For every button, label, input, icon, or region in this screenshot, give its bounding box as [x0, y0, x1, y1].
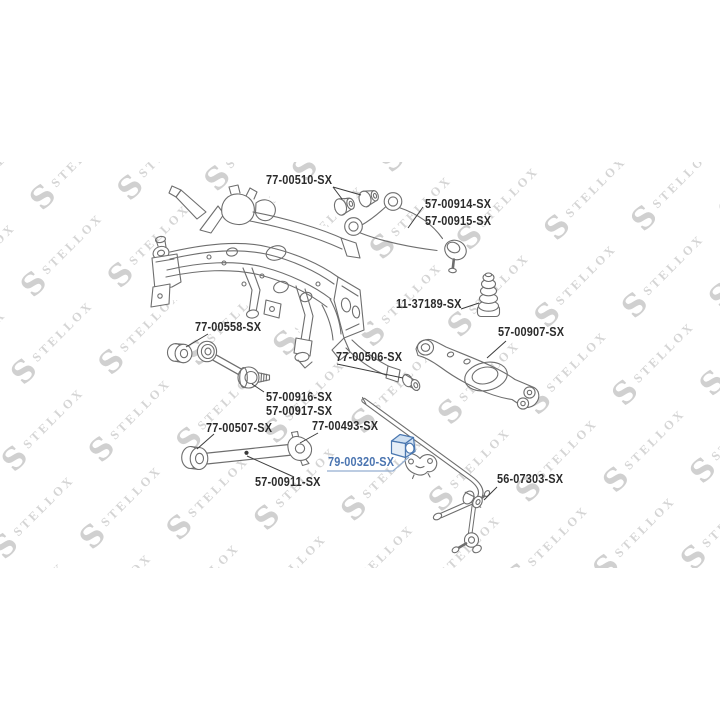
part-label-57-00916-sx: 57-00916-SX — [266, 389, 333, 404]
subframe-drawing — [150, 184, 401, 383]
part-label-57-00915-sx: 57-00915-SX — [425, 213, 492, 228]
label-pointer-lines — [185, 186, 507, 501]
bump-stop-drawing — [476, 272, 501, 318]
part-label-77-00507-sx: 77-00507-SX — [206, 420, 273, 435]
stabilizer-bracket-drawing — [404, 453, 438, 480]
part-label-57-00917-sx: 57-00917-SX — [266, 403, 333, 418]
part-label-77-00493-sx: 77-00493-SX — [312, 418, 379, 433]
lower-control-arm-drawing — [415, 338, 540, 410]
part-label-77-00506-sx: 77-00506-SX — [336, 349, 403, 364]
part-label-57-00914-sx: 57-00914-SX — [425, 196, 492, 211]
part-label-77-00510-sx: 77-00510-SX — [266, 172, 333, 187]
bushing-77-00558-drawing — [166, 343, 193, 364]
lateral-rod-drawing — [181, 430, 313, 471]
stabilizer-link-drawing — [451, 490, 491, 554]
part-label-79-00320-sx-highlighted[interactable]: 79-00320-SX — [328, 454, 395, 469]
highlighted-label-pointer — [327, 456, 410, 472]
part-label-56-07303-sx: 56-07303-SX — [497, 471, 564, 486]
toe-link-drawing — [196, 340, 271, 389]
upper-control-arm-drawing — [344, 192, 467, 274]
part-label-57-00907-sx: 57-00907-SX — [498, 324, 565, 339]
part-label-57-00911-sx: 57-00911-SX — [255, 474, 321, 489]
highlighted-bushing-79-00320-drawing[interactable] — [390, 433, 416, 459]
part-label-11-37189-sx: 11-37189-SX — [396, 296, 462, 311]
bushing-77-00510-drawing — [333, 190, 379, 216]
bushing-77-00506-drawing — [402, 373, 421, 392]
part-label-77-00558-sx: 77-00558-SX — [195, 319, 262, 334]
